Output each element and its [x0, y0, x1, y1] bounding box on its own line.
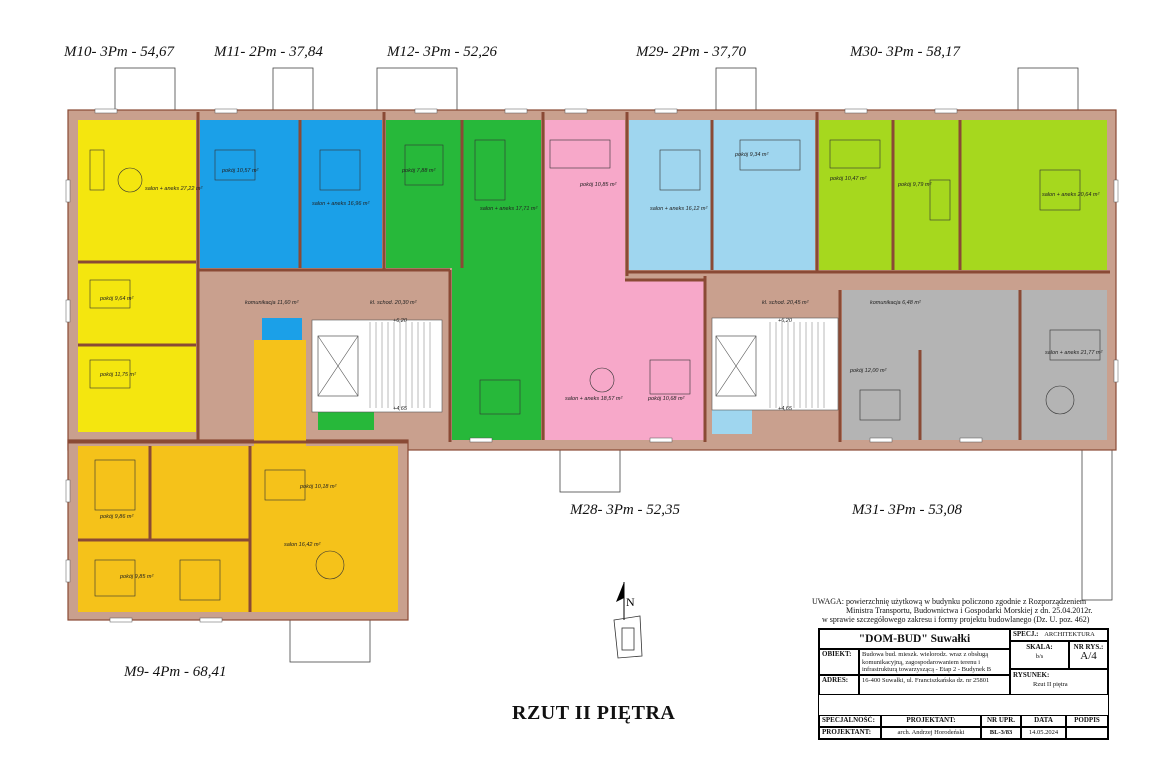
room-label: salon + aneks 16,12 m² [650, 206, 707, 212]
adres-label-cell: ADRES: [819, 675, 859, 695]
room-label: pokój 10,18 m² [299, 484, 337, 490]
adres-label: ADRES: [822, 676, 849, 684]
room-label: pokój 11,75 m² [99, 372, 136, 378]
row-nr: BL-3/83 [981, 727, 1021, 739]
note-line: w sprawie szczegółowego zakresu i formy … [822, 615, 1090, 624]
room-label: pokój 12,00 m² [849, 368, 887, 374]
skala-cell: SKALA: b/s [1010, 641, 1069, 669]
room-label: pokój 9,79 m² [897, 182, 931, 188]
row-date: 14.05.2024 [1021, 727, 1066, 739]
level-mark: +4,65 [778, 406, 793, 412]
room-label: kl. schod. 20,45 m² [762, 300, 809, 306]
furniture [89, 139, 1101, 601]
col-specjalnosc: SPECJALNOŚĆ: [819, 715, 881, 727]
note-line: UWAGA: powierzchnię użytkową w budynku p… [812, 597, 1087, 606]
skala-label: SKALA: [1026, 643, 1053, 651]
apartment-label-m10: M10- 3Pm - 54,67 [64, 44, 174, 60]
adres-value-cell: 16-400 Suwałki, ul. Franciszkańska dz. n… [859, 675, 1010, 695]
apartment-label-m28: M28- 3Pm - 52,35 [570, 502, 680, 518]
room-label: salon + aneks 20,64 m² [1042, 192, 1099, 198]
staircases [311, 317, 839, 413]
row-name: arch. Andrzej Horodeński [881, 727, 981, 739]
col-podpis: PODPIS [1066, 715, 1108, 727]
rysunek-label: RYSUNEK: [1013, 671, 1050, 679]
room-label: salon + aneks 16,96 m² [312, 201, 369, 207]
row-role: PROJEKTANT: [819, 727, 881, 739]
level-mark: +4,65 [393, 406, 408, 412]
site-plan-icon [613, 615, 643, 659]
room-label: komunikacja 6,48 m² [870, 300, 921, 306]
apartment-label-m9: M9- 4Pm - 68,41 [124, 664, 227, 680]
room-label: salon + aneks 17,71 m² [480, 206, 537, 212]
partitions [68, 112, 1110, 612]
company-name: "DOM-BUD" Suwałki [858, 633, 971, 645]
apt-m9-ext[interactable] [254, 340, 306, 446]
row-signature [1066, 727, 1108, 739]
windows [65, 108, 1119, 623]
apt-m12-low[interactable] [452, 268, 541, 440]
col-projektant: PROJEKTANT: [881, 715, 981, 727]
room-label: salon + aneks 18,57 m² [565, 396, 622, 402]
room-label: pokój 10,85 m² [579, 182, 617, 188]
apartment-label-m29: M29- 2Pm - 37,70 [636, 44, 746, 60]
room-label: pokój 10,57 m² [221, 168, 259, 174]
nrrys-value: A/4 [1080, 650, 1097, 662]
apt-m9[interactable] [78, 446, 398, 612]
apt-m10[interactable] [78, 120, 196, 432]
apartment-label-m12: M12- 3Pm - 52,26 [387, 44, 497, 60]
room-label: komunikacja 11,60 m² [245, 300, 299, 306]
obiekt-label: OBIEKT: [822, 650, 852, 658]
spec-cell: SPECJ.: ARCHITEKTURA [1010, 629, 1108, 641]
room-label: pokój 7,88 m² [401, 168, 435, 174]
col-data: DATA [1021, 715, 1066, 727]
apartment-label-m11: M11- 2Pm - 37,84 [214, 44, 323, 60]
nrrys-label: NR RYS.: [1073, 643, 1104, 651]
nrrys-cell: NR RYS.: A/4 [1069, 641, 1108, 669]
col-nrupr: NR UPR. [981, 715, 1021, 727]
company-cell: "DOM-BUD" Suwałki [819, 629, 1010, 649]
apt-m30[interactable] [819, 120, 1107, 270]
north-arrow-icon: N [613, 582, 643, 659]
rysunek-cell: RYSUNEK: Rzut II piętra [1010, 669, 1108, 695]
room-label: pokój 9,85 m² [119, 574, 153, 580]
room-label: pokój 10,68 m² [647, 396, 685, 402]
note-line: Ministra Transportu, Budownictwa i Gospo… [846, 606, 1093, 615]
room-label: salon + aneks 27,22 m² [145, 186, 202, 192]
level-mark: +6,20 [778, 318, 793, 324]
title-block: "DOM-BUD" Suwałki SPECJ.: ARCHITEKTURA O… [818, 628, 1109, 740]
north-letter: N [626, 595, 635, 609]
level-mark: +6,20 [393, 318, 408, 324]
room-label: pokój 9,64 m² [99, 296, 133, 302]
apt-m31[interactable] [842, 290, 1107, 440]
obiekt-value: Budowa bud. mieszk. wielorodz. wraz z ob… [862, 651, 992, 673]
balconies [114, 67, 1113, 663]
stair-steps [369, 322, 825, 408]
room-label: salon 16,42 m² [284, 542, 321, 548]
room-label: pokój 10,47 m² [829, 176, 867, 182]
room-label: pokój 9,86 m² [99, 514, 133, 520]
drawing-title: RZUT II PIĘTRA [512, 702, 676, 724]
area-note: UWAGA: powierzchnię użytkową w budynku p… [812, 597, 1092, 624]
apartment-label-m31: M31- 3Pm - 53,08 [852, 502, 962, 518]
adres-value: 16-400 Suwałki, ul. Franciszkańska dz. n… [862, 677, 990, 684]
rysunek-value: Rzut II piętra [1033, 681, 1068, 688]
obiekt-label-cell: OBIEKT: [819, 649, 859, 675]
room-label: salon + aneks 21,77 m² [1045, 350, 1102, 356]
apartment-fills [78, 120, 1107, 612]
spec-label: SPECJ.: [1013, 630, 1039, 638]
apt-m29[interactable] [629, 120, 815, 270]
obiekt-value-cell: Budowa bud. mieszk. wielorodz. wraz z ob… [859, 649, 1010, 675]
skala-value: b/s [1035, 653, 1044, 660]
spec-value: ARCHITEKTURA [1044, 631, 1095, 638]
room-labels: salon + aneks 27,22 m² pokój 9,64 m² pok… [99, 152, 1102, 580]
apt-m11[interactable] [200, 120, 382, 268]
apartment-label-m30: M30- 3Pm - 58,17 [850, 44, 960, 60]
room-label: kl. schod. 20,30 m² [370, 300, 417, 306]
room-label: pokój 9,34 m² [734, 152, 768, 158]
